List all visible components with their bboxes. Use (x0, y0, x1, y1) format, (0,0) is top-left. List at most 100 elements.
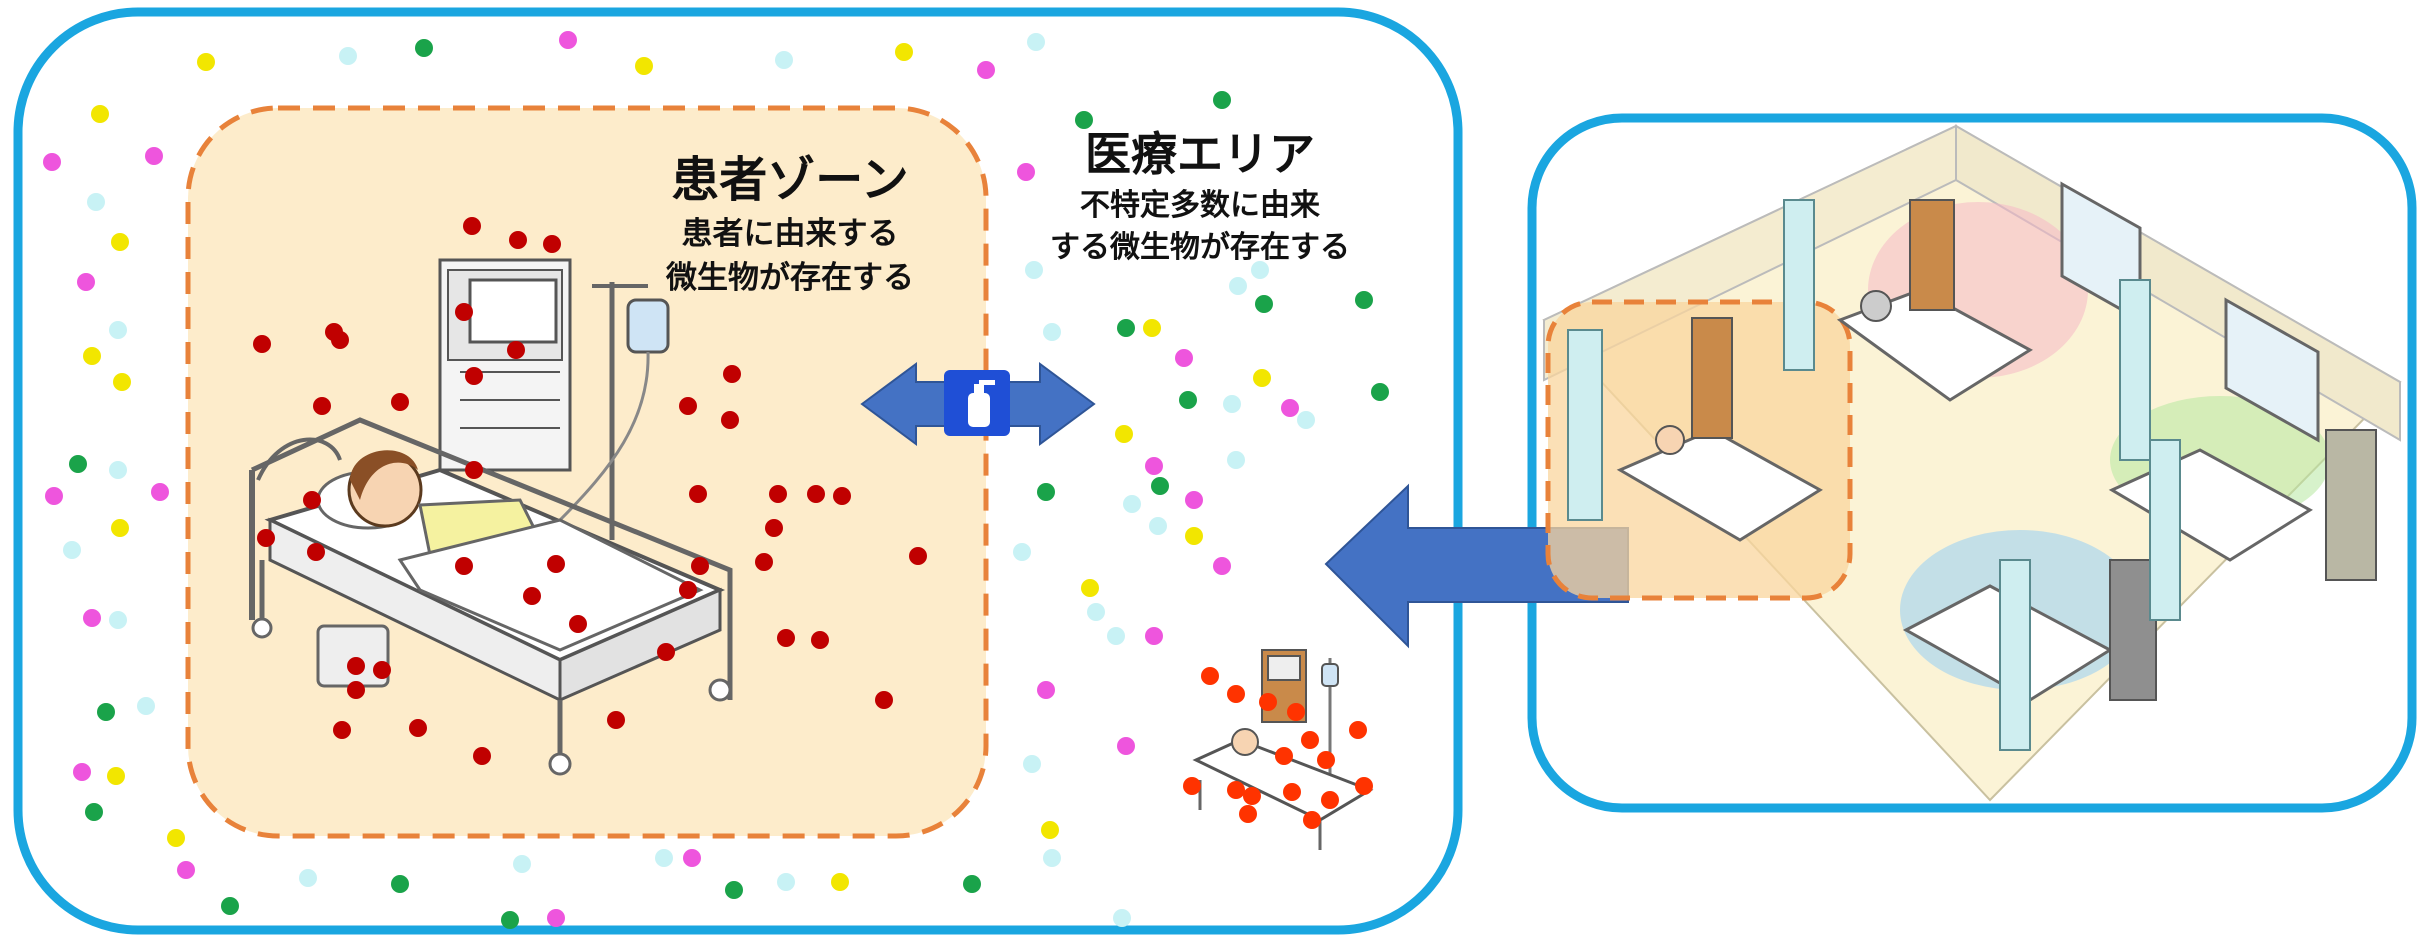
patient-microbe-dot (755, 553, 773, 571)
microbe-dot (1179, 391, 1197, 409)
patient-microbe-dot (679, 581, 697, 599)
patient-microbe-dot (691, 557, 709, 575)
microbe-dot (87, 193, 105, 211)
microbe-dot (91, 105, 109, 123)
microbe-dot (145, 147, 163, 165)
microbe-dot (1355, 291, 1373, 309)
patient-microbe-dot (347, 657, 365, 675)
microbe-dot (1185, 491, 1203, 509)
small-bed-microbe-dot (1321, 791, 1339, 809)
patient-microbe-dot (689, 485, 707, 503)
microbe-dot (1013, 543, 1031, 561)
patient-microbe-dot (811, 631, 829, 649)
patient-bed-illustration (249, 258, 733, 776)
microbe-dot (1081, 579, 1099, 597)
microbe-dot (1213, 557, 1231, 575)
microbe-dot (177, 861, 195, 879)
patient-microbe-dot (523, 587, 541, 605)
patient-microbe-dot (547, 555, 565, 573)
small-bed-microbe-dot (1275, 747, 1293, 765)
microbes-layer (43, 31, 1389, 929)
microbe-dot (415, 39, 433, 57)
microbe-dot (635, 57, 653, 75)
patient-microbes-layer (253, 217, 927, 765)
microbe-dot (1113, 909, 1131, 927)
patient-microbe-dot (777, 629, 795, 647)
microbe-dot (85, 803, 103, 821)
microbe-dot (107, 767, 125, 785)
microbe-dot (1223, 395, 1241, 413)
microbe-dot (831, 873, 849, 891)
patient-microbe-dot (769, 485, 787, 503)
patient-microbe-dot (347, 681, 365, 699)
microbe-dot (1027, 33, 1045, 51)
microbe-dot (63, 541, 81, 559)
small-bed-microbe-dot (1355, 777, 1373, 795)
ward-room-illustration (1542, 124, 2402, 802)
monitor-cart-icon (438, 258, 572, 472)
patient-microbe-dot (409, 719, 427, 737)
patient-microbe-dot (721, 411, 739, 429)
medical-area-title: 医療エリア (1085, 127, 1315, 181)
patient-microbe-dot (391, 393, 409, 411)
patient-microbe-dot (543, 235, 561, 253)
microbe-dot (1017, 163, 1035, 181)
microbe-dot (1037, 483, 1055, 501)
microbe-dot (1075, 111, 1093, 129)
microbe-dot (1043, 323, 1061, 341)
microbe-dot (1143, 319, 1161, 337)
microbe-dot (1123, 495, 1141, 513)
microbe-dot (547, 909, 565, 927)
microbe-dot (1371, 383, 1389, 401)
microbe-dot (1087, 603, 1105, 621)
small-bed-microbe-dot (1227, 685, 1245, 703)
microbe-dot (111, 519, 129, 537)
medical-area-desc-line2: する微生物が存在する (1050, 230, 1350, 265)
double-arrow-icon (860, 362, 1096, 446)
microbe-dot (1025, 261, 1043, 279)
patient-microbe-dot (455, 303, 473, 321)
microbe-dot (1229, 277, 1247, 295)
microbe-dot (1115, 425, 1133, 443)
sanitizer-bottle-icon (944, 370, 1010, 436)
patient-microbe-dot (765, 519, 783, 537)
microbe-dot (1281, 399, 1299, 417)
patient-microbe-dot (465, 461, 483, 479)
microbe-dot (109, 611, 127, 629)
microbe-dot (151, 483, 169, 501)
microbe-dot (683, 849, 701, 867)
small-bed-microbe-dot (1349, 721, 1367, 739)
microbe-dot (963, 875, 981, 893)
microbe-dot (1023, 755, 1041, 773)
microbe-dot (1145, 457, 1163, 475)
microbe-dot (1255, 295, 1273, 313)
small-bed-microbe-dot (1303, 811, 1321, 829)
patient-microbe-dot (257, 529, 275, 547)
microbe-dot (167, 829, 185, 847)
microbe-dot (1041, 821, 1059, 839)
microbe-dot (1117, 319, 1135, 337)
small-bed-microbe-dot (1301, 731, 1319, 749)
microbe-dot (1117, 737, 1135, 755)
small-bed-microbe-dot (1227, 781, 1245, 799)
microbe-dot (339, 47, 357, 65)
patient-microbe-dot (507, 341, 525, 359)
microbe-dot (1037, 681, 1055, 699)
patient-microbe-dot (723, 365, 741, 383)
microbe-dot (1297, 411, 1315, 429)
microbe-dot (221, 897, 239, 915)
patient-microbe-dot (657, 643, 675, 661)
patient-microbe-dot (909, 547, 927, 565)
microbe-dot (77, 273, 95, 291)
patient-zone-title: 患者ゾーン (671, 152, 909, 208)
patient-microbe-dot (807, 485, 825, 503)
patient-microbe-dot (307, 543, 325, 561)
microbe-dot (1149, 517, 1167, 535)
patient-microbe-dot (509, 231, 527, 249)
microbe-dot (83, 347, 101, 365)
patient-microbe-dot (331, 331, 349, 349)
patient-zone-desc-line2: 微生物が存在する (666, 260, 914, 296)
microbe-dot (501, 911, 519, 929)
microbe-dot (1227, 451, 1245, 469)
microbe-dot (655, 849, 673, 867)
